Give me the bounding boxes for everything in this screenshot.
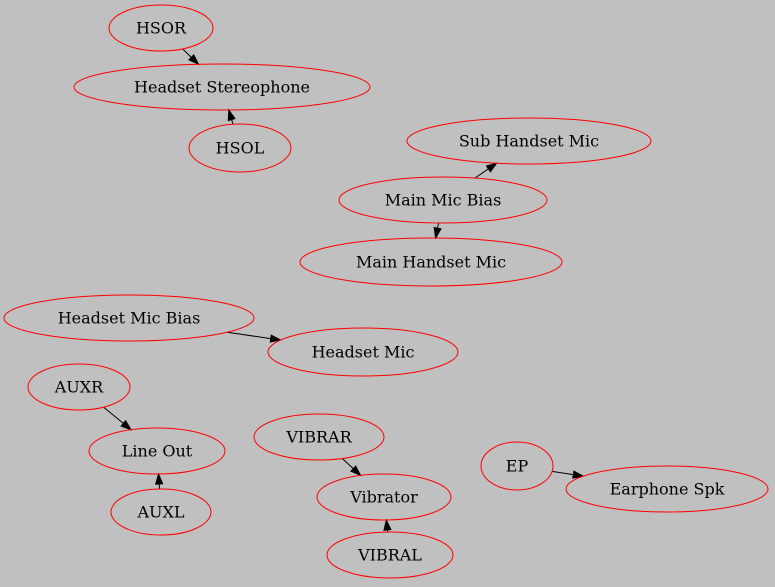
arrowhead-icon [120, 419, 133, 431]
node-ellipse [406, 117, 652, 165]
node-ellipse [88, 427, 226, 475]
edge-ep-es [552, 470, 585, 479]
node-label: Main Mic Bias [385, 191, 502, 210]
arrowhead-icon [485, 162, 498, 173]
node-shm: Sub Handset Mic [406, 117, 652, 165]
node-hsor: HSOR [108, 4, 214, 52]
node-label: HSOL [216, 139, 265, 158]
edge-auxl-lo [154, 472, 164, 490]
node-hsol: HSOL [188, 123, 292, 173]
node-label: Main Handset Mic [356, 253, 506, 272]
edge-line [437, 222, 440, 229]
edge-vibral-vib [383, 518, 392, 533]
node-mhm: Main Handset Mic [299, 237, 563, 287]
edge-hsor-hs [182, 48, 200, 66]
node-label: VIBRAR [285, 428, 352, 447]
node-label: AUXL [136, 503, 184, 522]
node-label: AUXR [54, 378, 104, 397]
node-ellipse [3, 294, 255, 342]
edge-hmb-hm [227, 331, 283, 343]
node-hm: Headset Mic [267, 327, 459, 377]
arrowhead-icon [227, 108, 236, 122]
node-label: Headset Mic [312, 343, 415, 362]
node-ellipse [73, 63, 371, 111]
node-lo: Line Out [88, 427, 226, 475]
arrowhead-icon [383, 518, 392, 531]
node-ellipse [299, 237, 563, 287]
node-ellipse [27, 363, 131, 411]
arrowhead-icon [269, 334, 283, 343]
node-label: Headset Mic Bias [58, 309, 201, 328]
node-vib: Vibrator [316, 473, 452, 521]
node-ellipse [338, 176, 548, 224]
arrowhead-icon [433, 226, 442, 240]
node-label: Headset Stereophone [134, 78, 310, 97]
arrowhead-icon [350, 465, 362, 477]
node-mmb: Main Mic Bias [338, 176, 548, 224]
node-auxr: AUXR [27, 363, 131, 411]
edge-line [227, 331, 271, 340]
node-ellipse [110, 488, 212, 536]
node-ellipse [267, 327, 459, 377]
node-ellipse [480, 441, 554, 491]
node-ellipse [316, 473, 452, 521]
node-hs: Headset Stereophone [73, 63, 371, 111]
edge-mmb-shm [474, 162, 498, 179]
node-auxl: AUXL [110, 488, 212, 536]
edge-hsol-hs [227, 108, 236, 125]
node-label: Line Out [122, 442, 193, 461]
arrowhead-icon [572, 470, 585, 479]
node-ellipse [188, 123, 292, 173]
node-label: Sub Handset Mic [459, 132, 599, 151]
edge-line [182, 48, 192, 58]
node-label: HSOR [136, 19, 187, 38]
edge-auxr-lo [103, 406, 133, 431]
node-label: VIBRAL [357, 546, 422, 565]
node-label: EP [506, 457, 529, 476]
node-ellipse [108, 4, 214, 52]
arrowhead-icon [188, 53, 200, 66]
edge-line [552, 470, 574, 476]
edge-line [474, 168, 489, 179]
edge-line [341, 458, 354, 470]
node-hmb: Headset Mic Bias [3, 294, 255, 342]
edge-line [231, 119, 234, 125]
node-vibrar: VIBRAR [253, 413, 385, 461]
edge-line [103, 406, 124, 424]
node-label: Vibrator [349, 488, 418, 507]
node-ellipse [565, 465, 769, 513]
edge-mmb-mhm [433, 222, 442, 240]
arrowhead-icon [154, 472, 164, 485]
node-ellipse [253, 413, 385, 461]
node-vibral: VIBRAL [326, 531, 454, 579]
edge-vibrar-vib [341, 458, 362, 477]
node-ep: EP [480, 441, 554, 491]
node-es: Earphone Spk [565, 465, 769, 513]
node-ellipse [326, 531, 454, 579]
node-label: Earphone Spk [610, 480, 725, 499]
